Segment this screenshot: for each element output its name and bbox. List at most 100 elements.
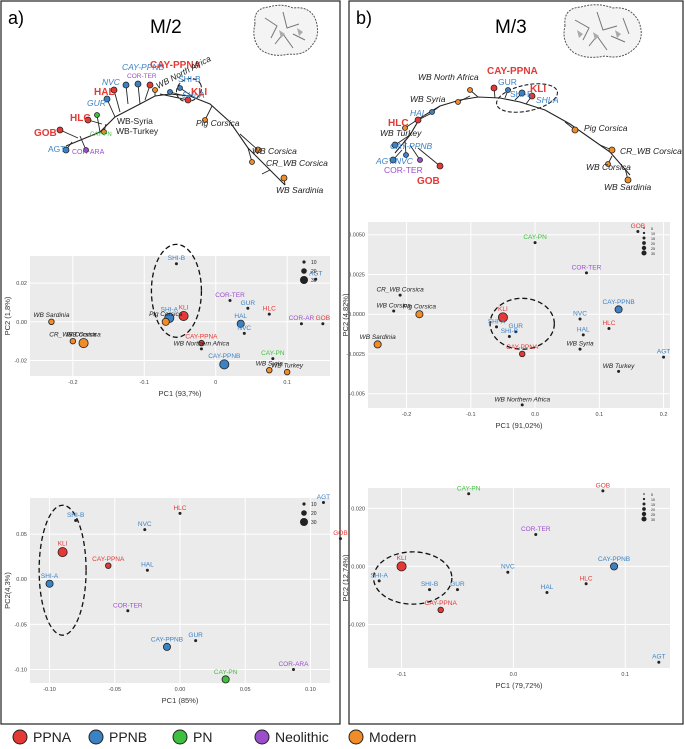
point-label-cay-ppnb: CAY-PPNB xyxy=(598,556,630,563)
point-label-shi-a: SHI-A xyxy=(41,573,59,580)
rtree-node-agt xyxy=(389,156,397,164)
point-cor-ter xyxy=(228,299,232,303)
point-label-cr-wb-corsica: CR_WB Corsica xyxy=(376,287,424,294)
point-wb-turkey xyxy=(283,368,291,376)
point-label-cay-ppna: CAY-PPNA xyxy=(185,333,218,340)
point-wb-corsica xyxy=(78,338,89,349)
rtree-label-gur: GUR xyxy=(498,77,517,87)
rtree-node-cor-ter xyxy=(417,157,423,163)
point-nvc xyxy=(578,317,582,321)
size-legend-dot xyxy=(642,507,646,511)
y-tick-label: 0.00 xyxy=(16,320,27,326)
legend-dot-ppna xyxy=(12,729,28,745)
point-nvc xyxy=(143,528,147,532)
tree-label-cay-ppna: CAY-PPNA xyxy=(150,60,201,71)
point-cr-wb-corsica xyxy=(398,293,402,297)
tree-label-hlc: HLC xyxy=(70,113,91,124)
point-cor-ara xyxy=(291,667,295,671)
rtree-label-shi-b: SHI-B xyxy=(510,89,533,99)
size-legend-label: 30 xyxy=(651,252,655,256)
point-kli xyxy=(57,547,68,558)
point-label-hlc: HLC xyxy=(580,575,593,582)
point-kli xyxy=(178,310,189,321)
point-label-wb-northern-africa: WB Northern Africa xyxy=(494,396,550,403)
tree-right: WB North Africa CAY-PPNA GUR SHI-B KLI S… xyxy=(375,66,682,192)
legend-label-pn: PN xyxy=(193,729,212,745)
y-axis-label: PC2 (1,8%) xyxy=(3,296,12,335)
y-tick-label: -0.020 xyxy=(349,622,365,628)
point-cor-ter xyxy=(534,532,538,536)
tree-node-hal xyxy=(110,86,118,94)
tree-label-cay-pn: CAY-PN xyxy=(90,132,112,138)
point-label-pig-corsica: Pig Corsica xyxy=(403,304,437,311)
tree-label-pig-corsica: Pig Corsica xyxy=(196,118,240,128)
legend-label-ppna: PPNA xyxy=(33,729,72,745)
point-shi-b xyxy=(74,519,78,523)
rtree-label-wb-sardinia: WB Sardinia xyxy=(604,182,652,192)
point-cay-pn xyxy=(221,675,230,684)
size-legend-label: 30 xyxy=(651,518,655,522)
rtree-label-wb-corsica: WB Corsica xyxy=(586,162,631,172)
point-label-cor-ter: COR-TER xyxy=(113,602,143,609)
tree-node-cay-ppna xyxy=(146,81,154,89)
rtree-label-kli: KLI xyxy=(530,84,546,95)
point-label-cay-ppnb: CAY-PPNB xyxy=(208,353,240,360)
tree-label-cor-ara: COR-ARA xyxy=(72,149,105,156)
cluster-ellipse xyxy=(150,243,203,338)
tree-node-wb-sardinia xyxy=(280,174,288,182)
tree-label-cr-wb-corsica: CR_WB Corsica xyxy=(266,158,328,168)
rtree-node-cr-wb-corsica xyxy=(608,146,616,154)
size-legend-dot xyxy=(302,260,306,264)
legend-label-modern: Modern xyxy=(369,729,416,745)
point-wb-northern-africa xyxy=(520,403,524,407)
rtree-label-cay-ppna: CAY-PPNA xyxy=(487,66,538,77)
tooth-m2-diagram xyxy=(253,4,319,56)
point-label-nvc: NVC xyxy=(501,564,515,571)
size-legend-dot xyxy=(642,231,646,235)
point-shi-b xyxy=(507,334,511,338)
point-wb-sardinia xyxy=(48,318,55,326)
point-label-shi-a: SHI-A xyxy=(371,572,389,579)
x-tick-label: -0.2 xyxy=(402,412,411,418)
point-cay-ppnb xyxy=(610,562,619,571)
y-tick-label: 0.0000 xyxy=(348,312,365,318)
cluster-ellipse xyxy=(489,297,555,350)
point-label-cay-ppna: CAY-PPNA xyxy=(425,600,458,607)
point-label-cay-ppna: CAY-PPNA xyxy=(506,344,539,351)
point-label-nvc: NVC xyxy=(237,325,251,332)
size-legend-label: 10 xyxy=(651,498,655,502)
point-cay-ppna xyxy=(105,562,112,569)
point-cay-pn xyxy=(467,492,471,496)
rtree-label-nvc: NVC xyxy=(395,156,414,166)
rtree-node-pig-corsica xyxy=(571,126,579,134)
x-tick-label: -0.2 xyxy=(68,380,77,386)
point-label-kli: KLI xyxy=(498,306,508,313)
tree-node-shi-b xyxy=(177,85,183,91)
point-shi-a xyxy=(495,325,499,329)
x-tick-label: 0.1 xyxy=(621,672,629,678)
point-label-cay-ppnb: CAY-PPNB xyxy=(151,636,183,643)
point-label-gur: GUR xyxy=(509,323,524,330)
tree-node-gur xyxy=(103,95,111,103)
size-legend-label: 20 xyxy=(651,508,655,512)
tree-node-cr-wb-corsica xyxy=(249,159,255,165)
rtree-node-wb-north-africa xyxy=(467,87,473,93)
tree-label-wb-sardinia: WB Sardinia xyxy=(276,185,324,195)
point-gur xyxy=(246,306,250,310)
tree-label-agt: AGT xyxy=(48,144,65,154)
left-panel-title: M/2 xyxy=(150,17,182,38)
point-label-wb-corsica: WB Corsica xyxy=(66,331,101,338)
x-tick-label: -0.10 xyxy=(43,687,56,693)
tree-label-wb-corsica: WB Corsica xyxy=(252,146,297,156)
size-legend-label: 25 xyxy=(651,247,655,251)
point-label-gob: GOB xyxy=(316,315,330,322)
plot-background xyxy=(368,222,670,408)
point-pig-corsica xyxy=(161,317,170,326)
size-legend-label: 30 xyxy=(311,278,317,284)
y-axis-label: PC2 (12,74%) xyxy=(341,554,350,602)
x-axis-label: PC1 (93,7%) xyxy=(159,389,202,398)
rtree-label-wb-north-africa: WB North Africa xyxy=(418,72,479,82)
point-label-shi-b: SHI-B xyxy=(501,328,518,335)
